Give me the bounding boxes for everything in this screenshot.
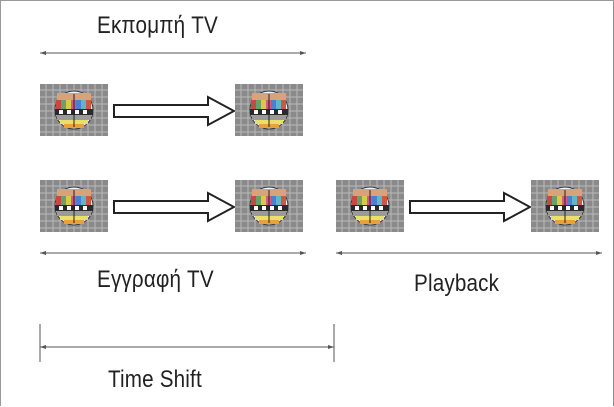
playback-label: Playback: [414, 270, 500, 297]
time-shift-span-line: [39, 324, 335, 362]
arrow-right-icon: [408, 190, 532, 224]
tv-test-card-icon: [336, 180, 404, 232]
arrow-right-icon: [112, 94, 236, 128]
tv-test-card-icon: [40, 180, 108, 232]
tv-test-card-icon: [235, 180, 303, 232]
broadcast-span-line: [40, 51, 306, 55]
tv-test-card-icon: [40, 84, 108, 136]
time-shift-label: Time Shift: [108, 366, 202, 393]
playback-span-line: [336, 251, 602, 255]
arrow-right-icon: [112, 190, 236, 224]
tv-test-card-icon: [531, 180, 599, 232]
recording-label: Εγγραφή TV: [97, 266, 214, 293]
recording-span-line: [40, 251, 306, 255]
tv-test-card-icon: [235, 84, 303, 136]
broadcast-label: Εκπομπή TV: [97, 12, 218, 39]
